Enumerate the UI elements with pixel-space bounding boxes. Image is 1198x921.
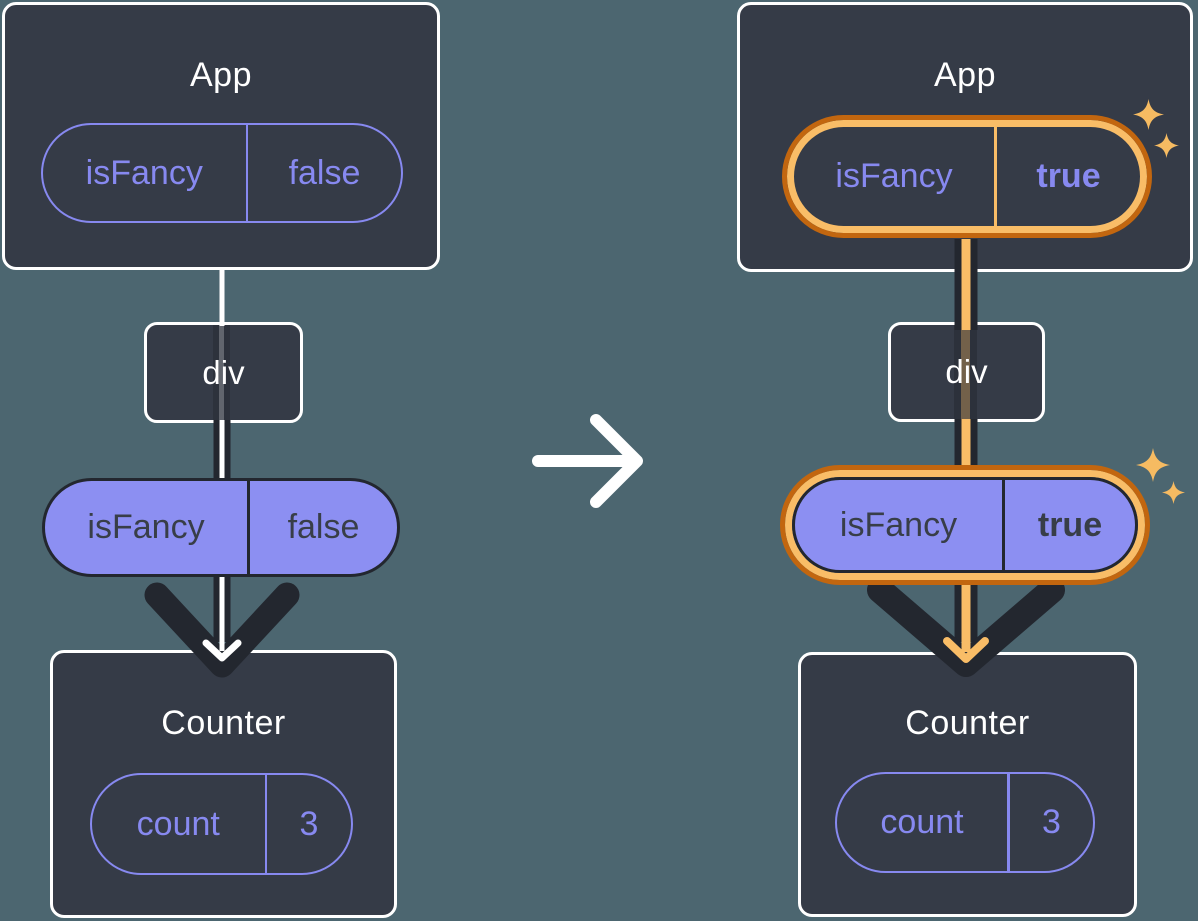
state-value-label: 3 <box>299 804 319 843</box>
sparkle-icon <box>1162 481 1185 504</box>
prop-value-label: true <box>1036 157 1101 195</box>
after-counter-title: Counter <box>905 704 1030 742</box>
prop-key-label: isFancy <box>839 505 958 544</box>
after-passed-prop-pill-highlighted: isFancy true <box>780 465 1150 585</box>
before-app-title: App <box>190 56 252 94</box>
before-counter-state-pill: count 3 <box>90 773 353 875</box>
prop-flow-line-faint <box>213 325 230 420</box>
state-key-label: count <box>880 803 964 841</box>
before-app-node: App isFancy false <box>2 2 440 270</box>
after-div-node: div <box>888 322 1045 422</box>
prop-flow-line-faint <box>954 325 977 419</box>
before-div-node: div <box>144 322 303 423</box>
state-value-label: 3 <box>1042 803 1061 841</box>
prop-key-label: isFancy <box>85 153 203 192</box>
prop-value-label: false <box>288 153 361 192</box>
pill-divider <box>994 127 997 226</box>
after-app-prop-pill-highlighted: isFancy true <box>782 115 1152 238</box>
before-app-prop-pill: isFancy false <box>41 123 403 223</box>
before-div-title: div <box>202 353 245 391</box>
before-passed-prop-pill: isFancy false <box>42 478 400 577</box>
after-prop-flow-arrow <box>867 239 1065 677</box>
pill-divider <box>264 775 267 873</box>
after-counter-state-pill: count 3 <box>835 772 1095 873</box>
state-key-label: count <box>136 804 220 843</box>
right-arrow-icon <box>532 414 643 508</box>
before-counter-node: Counter count 3 <box>50 650 397 918</box>
after-counter-node: Counter count 3 <box>798 652 1137 917</box>
prop-flow-core-faint <box>219 325 224 420</box>
pill-divider <box>247 481 250 574</box>
prop-value-label: true <box>1037 505 1103 544</box>
pill-divider <box>245 125 248 221</box>
pill-divider <box>1007 774 1010 871</box>
prop-flow-core-faint <box>961 325 970 419</box>
prop-key-label: isFancy <box>87 508 205 546</box>
after-app-title: App <box>934 56 996 94</box>
after-app-node: App isFancy true <box>737 2 1193 272</box>
prop-key-label: isFancy <box>835 157 953 195</box>
prop-value-label: false <box>287 508 360 546</box>
sparkle-icon <box>1136 448 1170 482</box>
pill-divider <box>1002 480 1005 570</box>
after-div-title: div <box>945 353 988 390</box>
before-counter-title: Counter <box>161 704 286 742</box>
